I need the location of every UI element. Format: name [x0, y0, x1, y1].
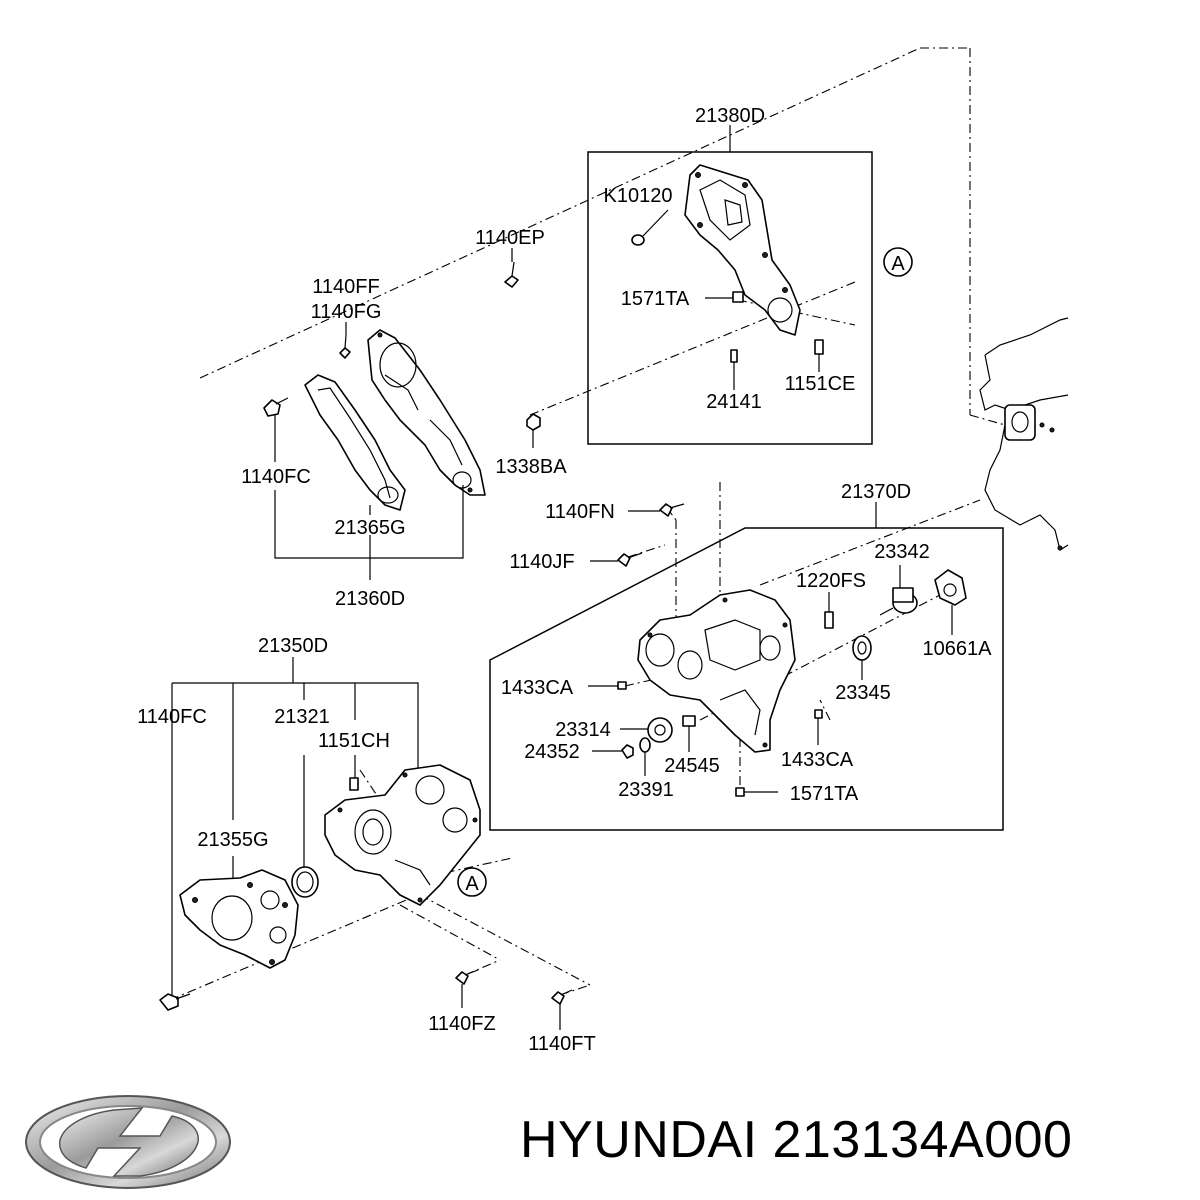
label-21365G: 21365G [334, 517, 405, 539]
label-K10120: K10120 [604, 185, 673, 207]
group-box-21370D [489, 527, 1004, 831]
label-1571TA-top: 1571TA [621, 288, 690, 310]
bolt-1140FT [551, 989, 573, 1005]
washer-23391 [639, 737, 651, 753]
bolt-1140FZ [455, 969, 479, 985]
label-1140FN: 1140FN [545, 501, 615, 523]
label-1140FC-top: 1140FC [241, 466, 311, 488]
bolt-1140FF-1140FG [339, 334, 351, 359]
front-cover-21350D [324, 764, 481, 906]
label-24545: 24545 [664, 755, 720, 777]
label-1140EP: 1140EP [475, 227, 545, 249]
bolt-1140FC-bottom [159, 993, 191, 1011]
nut-1338BA [526, 413, 541, 431]
brand-name: HYUNDAI [520, 1111, 758, 1169]
bolt-1140JF [617, 552, 643, 567]
pin-1151CH [349, 777, 359, 791]
dowel-1571TA-bottom [735, 787, 745, 797]
gear-23345 [852, 635, 872, 661]
label-21370D: 21370D [841, 481, 911, 503]
label-23314: 23314 [555, 719, 611, 741]
label-21350D: 21350D [258, 635, 328, 657]
dowel-1571TA-top [732, 291, 744, 303]
timing-cover-gasket-21365G [304, 374, 406, 511]
pin-1151CE [814, 339, 824, 355]
bushing-24545 [682, 715, 696, 727]
callout-A-bottom [457, 867, 487, 897]
label-21355G: 21355G [197, 829, 268, 851]
label-21380D: 21380D [695, 105, 765, 127]
bolt-1140EP [504, 261, 519, 288]
label-21360D: 21360D [335, 588, 405, 610]
sprocket-23314 [647, 717, 673, 743]
label-1433CA-right: 1433CA [781, 749, 854, 771]
label-23345: 23345 [835, 682, 891, 704]
label-1140JF: 1140JF [509, 551, 574, 573]
outer-timing-cover-21360D [367, 329, 486, 496]
bolt-1140FC-top [263, 397, 289, 417]
label-1140FT: 1140FT [528, 1033, 595, 1055]
pin-1433CA-left [617, 681, 627, 690]
part-labels: 21380D K10120 1140EP 1571TA 24141 1151CE… [137, 105, 992, 1055]
label-24141: 24141 [706, 391, 762, 413]
bolt-1140FN [659, 503, 685, 517]
pin-1433CA-right [814, 709, 823, 719]
part-number: 213134A000 [772, 1111, 1073, 1169]
label-1140FC-bottom: 1140FC [137, 706, 207, 728]
hyundai-logo [25, 1095, 231, 1189]
label-23342: 23342 [874, 541, 930, 563]
label-1140FG: 1140FG [311, 301, 382, 323]
bracket-21360D [274, 485, 464, 559]
label-1151CH: 1151CH [318, 730, 390, 752]
callout-A-top [883, 247, 913, 277]
o-ring-K10120 [631, 234, 645, 246]
pin-24141 [730, 349, 738, 363]
bracket-21350D [172, 682, 419, 770]
label-1140FF: 1140FF [312, 276, 379, 298]
label-24352: 24352 [524, 741, 580, 763]
sensor-10661A [934, 569, 967, 606]
nut-24352 [621, 744, 634, 759]
label-23391: 23391 [618, 779, 674, 801]
label-1220FS: 1220FS [796, 570, 866, 592]
screw-1220FS [824, 611, 834, 629]
relief-valve-23342 [879, 587, 918, 616]
oil-seal-21321 [291, 866, 319, 898]
upper-rear-cover [684, 164, 801, 336]
callout-A-bottom-letter: A [465, 873, 479, 895]
label-1140FZ: 1140FZ [428, 1013, 495, 1035]
label-1151CE: 1151CE [785, 373, 856, 395]
engine-block-outline [979, 317, 1069, 551]
label-1571TA-bottom: 1571TA [790, 783, 859, 805]
label-21321: 21321 [274, 706, 330, 728]
label-1338BA: 1338BA [495, 456, 567, 478]
label-1433CA-left: 1433CA [501, 677, 574, 699]
brand-part-number: HYUNDAI 213134A000 [520, 1110, 1200, 1180]
front-case-housing [637, 589, 796, 753]
gasket-21355G [179, 869, 299, 969]
callout-A-top-letter: A [891, 253, 905, 275]
label-10661A: 10661A [923, 638, 993, 660]
